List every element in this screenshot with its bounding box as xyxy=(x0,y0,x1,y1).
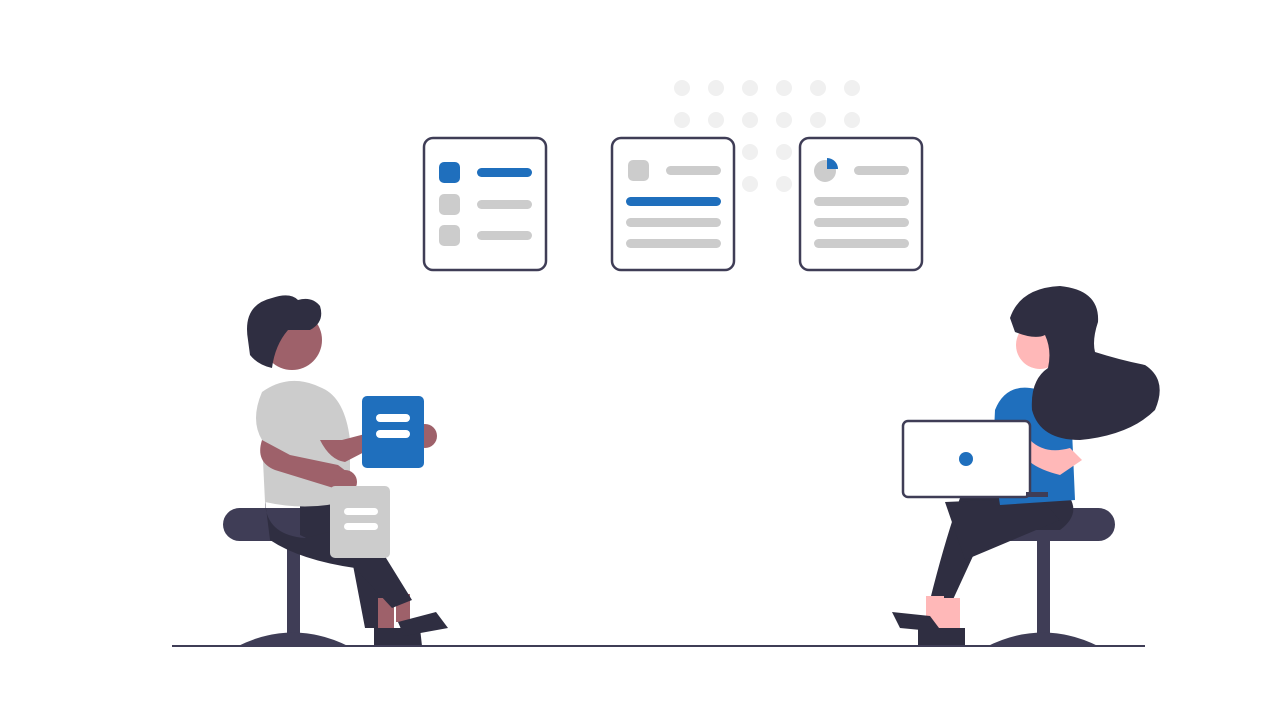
checkbox-icon xyxy=(439,194,460,215)
gray-document-icon xyxy=(330,486,390,558)
laptop-camera-dot xyxy=(959,452,973,466)
woman-figure xyxy=(892,286,1160,646)
text-line xyxy=(814,197,909,206)
man-figure xyxy=(247,295,448,646)
checkbox-icon xyxy=(439,225,460,246)
shoe-icon xyxy=(892,612,942,632)
hair xyxy=(247,295,322,368)
ground-line xyxy=(172,645,1145,647)
text-line xyxy=(626,197,721,206)
dot-grid xyxy=(674,80,860,192)
text-line xyxy=(626,239,721,248)
text-lines-card xyxy=(610,136,736,272)
header-line xyxy=(666,166,721,175)
pie-chart-icon xyxy=(814,158,838,182)
checklist-line xyxy=(477,168,532,177)
text-line xyxy=(814,239,909,248)
checklist-line xyxy=(477,200,532,209)
shoe-icon xyxy=(398,612,448,636)
chart-summary-card xyxy=(798,136,924,272)
checklist-line xyxy=(477,231,532,240)
blue-document-icon xyxy=(362,396,424,468)
header-line xyxy=(854,166,909,175)
shoe-icon xyxy=(918,628,965,646)
checklist-card xyxy=(422,136,548,272)
avatar-placeholder-icon xyxy=(628,160,649,181)
laptop-icon xyxy=(901,419,1048,499)
hair xyxy=(1010,286,1160,440)
text-line xyxy=(814,218,909,227)
text-line xyxy=(626,218,721,227)
checkbox-icon xyxy=(439,162,460,183)
